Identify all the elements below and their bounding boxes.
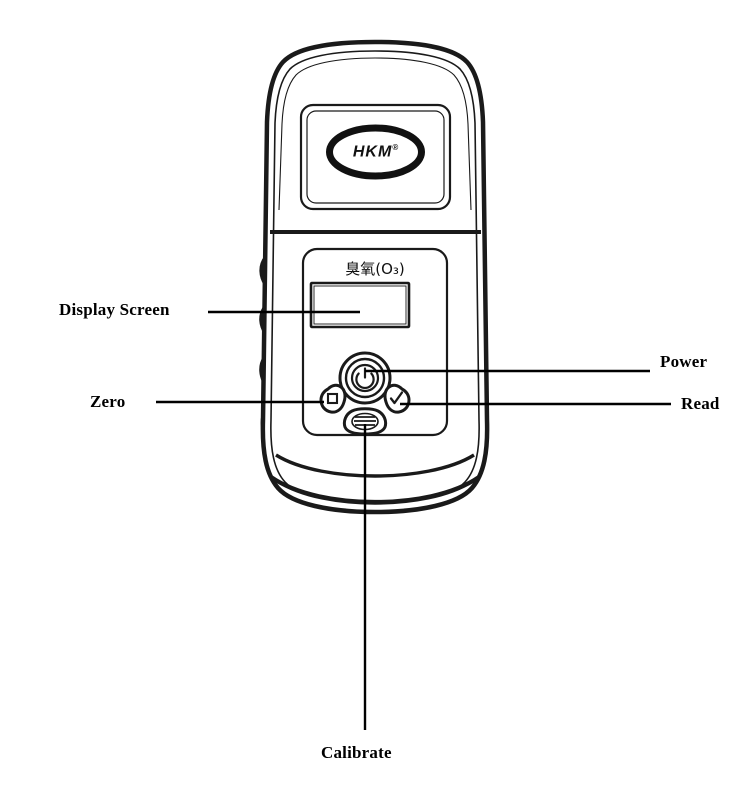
brand-logo-text: HKM® (338, 143, 414, 161)
callout-label-calibrate: Calibrate (321, 743, 392, 762)
display-screen-bezel (313, 285, 407, 325)
calibrate-button[interactable] (342, 407, 388, 436)
panel-analyte-label-text: 臭氧(O₃) (345, 260, 405, 278)
callout-label-power: Power (660, 352, 708, 371)
panel-analyte-label: 臭氧(O₃) (303, 258, 447, 279)
device-body-group (259, 39, 490, 515)
device-base-lip-lower (269, 475, 481, 505)
power-button[interactable] (338, 351, 392, 405)
display-screen[interactable] (309, 281, 411, 329)
check-icon (389, 391, 404, 405)
callout-label-read: Read (681, 394, 720, 413)
brand-logo-oval (326, 124, 425, 180)
device-top-contour (278, 57, 376, 211)
callout-label-zero: Zero (90, 392, 126, 411)
device-base-lip-upper (275, 453, 475, 478)
square-icon (326, 392, 339, 405)
device-base-lip-trim (276, 481, 474, 505)
callout-label-display-screen: Display Screen (59, 300, 170, 319)
callout-lines-group (156, 310, 671, 730)
logo-plate-inner (306, 110, 445, 204)
brand-logo-wordmark: HKM (352, 143, 393, 161)
zero-button[interactable] (319, 383, 347, 414)
read-button[interactable] (383, 383, 411, 414)
device-top-contour-right (374, 57, 472, 211)
brand-logo-trademark: ® (392, 143, 400, 152)
